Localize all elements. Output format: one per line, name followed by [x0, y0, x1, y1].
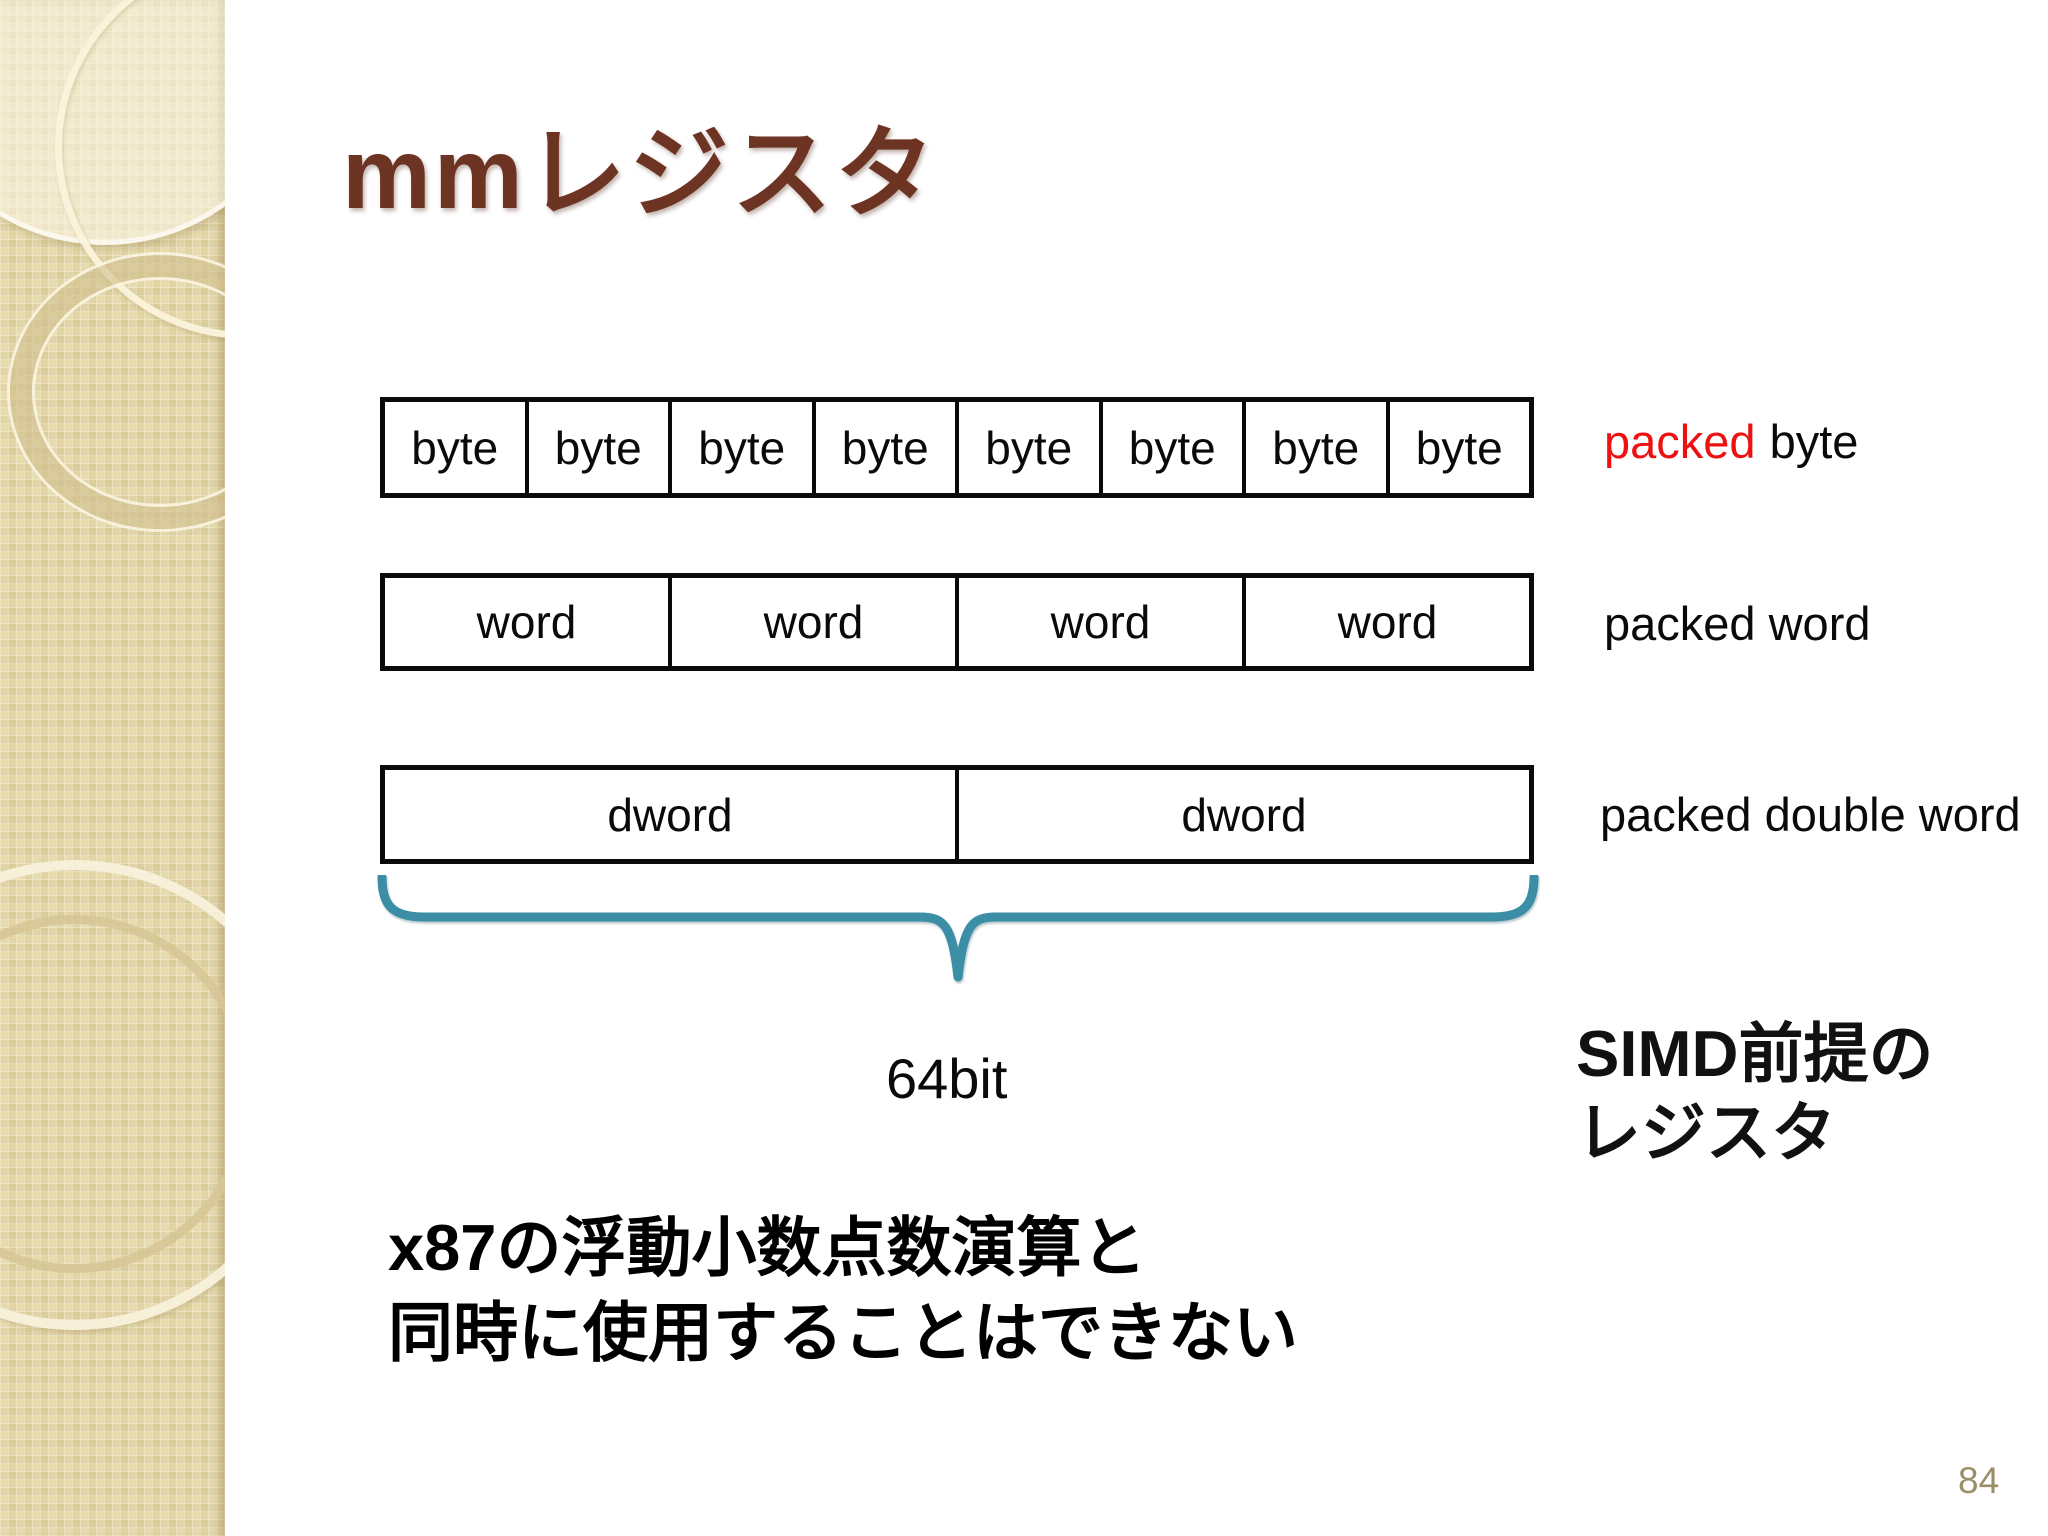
- x87-note: x87の浮動小数点数演算と 同時に使用することはできない: [388, 1206, 1298, 1375]
- byte-cell: byte: [959, 402, 1103, 493]
- word-cell: word: [672, 578, 959, 666]
- byte-cell: byte: [672, 402, 816, 493]
- word-cell: word: [385, 578, 672, 666]
- underbrace-shape: [377, 875, 1539, 982]
- bit-width-label: 64bit: [886, 1047, 1008, 1110]
- ring-decoration-middle: [10, 255, 225, 529]
- simd-note: SIMD前提の レジスタ: [1576, 1014, 1934, 1173]
- ring-decoration-bottom-inner: [0, 915, 225, 1273]
- dword-cell: dword: [1181, 788, 1307, 841]
- packed-double-word-label: packed double word: [1600, 788, 2021, 841]
- byte-register-row: byte byte byte byte byte byte byte byte: [380, 397, 1534, 498]
- byte-cell: byte: [816, 402, 959, 493]
- simd-note-line2: レジスタ: [1576, 1096, 1837, 1170]
- word-cell: word: [1337, 596, 1438, 648]
- x87-note-line1: x87の浮動小数点数演算と: [388, 1211, 1147, 1284]
- word-register-row: word word word word: [380, 573, 1534, 671]
- decorative-sidebar: [0, 0, 225, 1536]
- slide-title: mmレジスタ: [342, 118, 938, 230]
- x87-note-line2: 同時に使用することはできない: [388, 1295, 1299, 1369]
- packed-byte-label-red: packed: [1604, 415, 1756, 468]
- byte-cell: byte: [1415, 421, 1503, 474]
- dword-register-row: dword dword: [380, 765, 1534, 864]
- simd-note-line1: SIMD前提の: [1576, 1017, 1934, 1090]
- page-number: 84: [1958, 1460, 2000, 1501]
- word-cell: word: [959, 578, 1246, 666]
- byte-cell: byte: [1103, 402, 1246, 493]
- byte-cell: byte: [385, 402, 529, 493]
- byte-cell: byte: [1246, 402, 1390, 493]
- dword-cell: dword: [385, 770, 959, 859]
- packed-byte-label-black: byte: [1769, 415, 1859, 468]
- ring-decoration-bottom-outer: [0, 860, 225, 1330]
- byte-cell: byte: [529, 402, 672, 493]
- packed-word-label: packed word: [1604, 597, 1871, 650]
